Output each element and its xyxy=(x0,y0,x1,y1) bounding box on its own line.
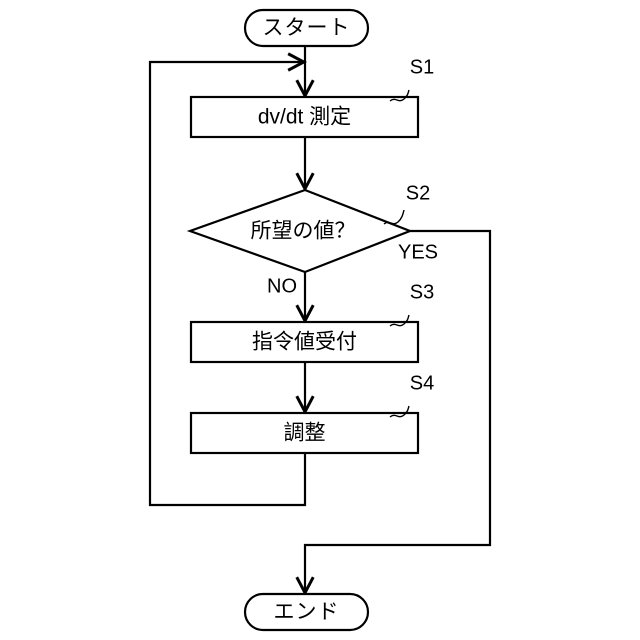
edge-s2-yes-to-end xyxy=(295,229,492,597)
node-s2-label: 所望の値？ xyxy=(251,220,356,243)
branch-label-yes: YES xyxy=(398,241,438,263)
node-s3-label: 指令値受付 xyxy=(252,331,357,354)
step-label-s2: S2 xyxy=(406,182,430,204)
edge-s4-feedback-to-s1 xyxy=(148,52,308,507)
leader-s2 xyxy=(383,209,405,225)
node-end-label: エンド xyxy=(274,601,340,624)
leader-s3 xyxy=(389,314,410,327)
node-s4-label: 調整 xyxy=(284,422,326,445)
node-s3-process xyxy=(189,320,420,364)
node-s2-decision xyxy=(186,188,414,274)
node-end-terminator xyxy=(243,592,370,632)
node-start-terminator xyxy=(243,8,370,48)
node-s4-process xyxy=(189,411,420,455)
leader-s4 xyxy=(389,405,410,418)
branch-label-no: NO xyxy=(267,275,297,297)
leader-s1 xyxy=(389,89,410,102)
step-label-s4: S4 xyxy=(410,372,434,394)
step-label-s3: S3 xyxy=(410,281,434,303)
node-s1-label: dv/dt 測定 xyxy=(258,106,351,129)
step-label-s1: S1 xyxy=(410,56,434,78)
node-s1-process xyxy=(189,95,420,139)
node-start-label: スタート xyxy=(263,17,351,40)
